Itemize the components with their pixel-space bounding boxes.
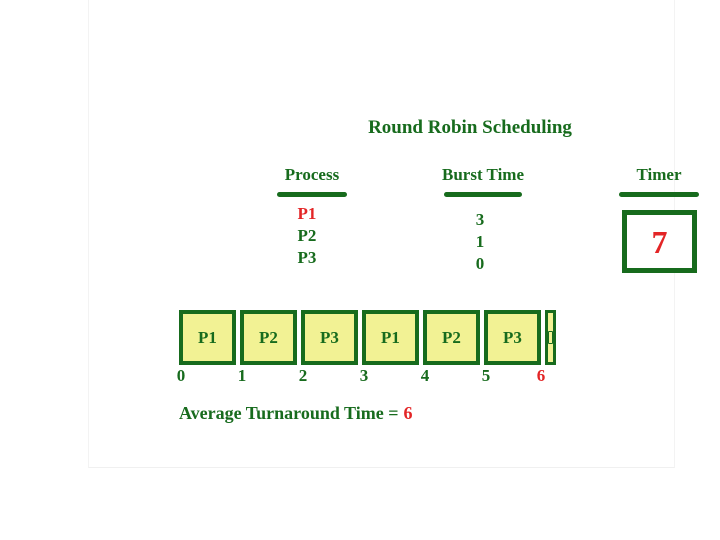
gantt-block: P1	[179, 310, 236, 365]
gantt-partial-block	[545, 310, 556, 365]
gantt-block: P3	[484, 310, 541, 365]
gantt-chart: P1 P2 P3 P1 P2 P3	[179, 310, 556, 365]
timeline-tick: 2	[298, 366, 308, 385]
timer-box: 7	[622, 210, 697, 273]
process-list: P1 P2 P3	[267, 203, 347, 269]
average-turnaround-label: Average Turnaround Time =	[179, 403, 399, 423]
partial-block-glyph-icon	[548, 331, 553, 344]
page-title: Round Robin Scheduling	[368, 117, 572, 138]
gantt-timeline: 0 1 2 3 4 5 6	[89, 366, 720, 386]
process-row-p3: P3	[297, 248, 317, 267]
gantt-block-label: P3	[320, 327, 339, 347]
animation-area: Round Robin Scheduling Process Burst Tim…	[88, 0, 699, 468]
timer-value: 7	[651, 223, 668, 260]
process-header-underline	[277, 192, 347, 197]
timeline-tick: 3	[359, 366, 369, 385]
timeline-tick: 5	[481, 366, 491, 385]
average-turnaround-line: Average Turnaround Time =6	[179, 403, 412, 424]
burst-time-column-header: Burst Time	[441, 165, 525, 184]
gantt-block: P1	[362, 310, 419, 365]
burst-header-underline	[444, 192, 522, 197]
timeline-tick: 4	[420, 366, 430, 385]
burst-value-p1: 3	[475, 210, 485, 229]
gantt-block-label: P2	[259, 327, 278, 347]
gantt-block-label: P1	[381, 327, 400, 347]
timeline-tick: 0	[176, 366, 186, 385]
timeline-tick: 1	[237, 366, 247, 385]
process-column-header: Process	[284, 165, 340, 184]
gantt-block-label: P1	[198, 327, 217, 347]
gantt-block-label: P2	[442, 327, 461, 347]
process-row-p1: P1	[297, 204, 317, 223]
burst-time-list: 3 1 0	[433, 209, 527, 275]
average-turnaround-value: 6	[403, 403, 413, 423]
timer-column-header: Timer	[636, 165, 682, 184]
burst-value-p3: 0	[475, 254, 485, 273]
gantt-block: P3	[301, 310, 358, 365]
gantt-block: P2	[240, 310, 297, 365]
burst-value-p2: 1	[475, 232, 485, 251]
timeline-tick-current: 6	[536, 366, 546, 385]
timer-header-underline	[619, 192, 699, 197]
process-row-p2: P2	[297, 226, 317, 245]
gantt-block: P2	[423, 310, 480, 365]
gantt-block-label: P3	[503, 327, 522, 347]
